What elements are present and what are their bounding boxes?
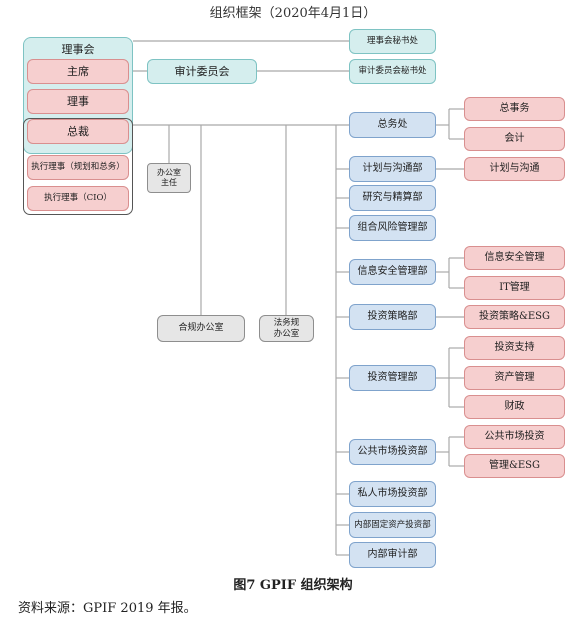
- sub-unit-node: 投资支持: [464, 336, 565, 360]
- chair-node: 主席: [27, 59, 129, 84]
- department-node: 计划与沟通部: [349, 156, 436, 182]
- sub-unit-node: 资产管理: [464, 366, 565, 390]
- executive-cio-node: 执行理事（CIO）: [27, 186, 129, 211]
- office-chief-node: 办公室 主任: [147, 163, 191, 193]
- sub-unit-node: 会计: [464, 127, 565, 151]
- department-node: 私人市场投资部: [349, 481, 436, 507]
- audit-secretariat-node: 审计委员会秘书处: [349, 59, 436, 84]
- department-node: 内部固定资产投资部: [349, 512, 436, 538]
- board-label: 理事会: [61, 43, 95, 56]
- department-node: 组合风险管理部: [349, 215, 436, 241]
- department-node: 内部审计部: [349, 542, 436, 568]
- executive-frame: [23, 118, 133, 215]
- president-node: 总裁: [27, 119, 129, 144]
- diagram-title: 组织框架（2020年4月1日）: [209, 6, 377, 21]
- sub-unit-node: 投资策略&ESG: [464, 305, 565, 329]
- director-node: 理事: [27, 89, 129, 114]
- department-node: 信息安全管理部: [349, 259, 436, 285]
- sub-unit-node: 财政: [464, 395, 565, 419]
- department-node: 投资管理部: [349, 365, 436, 391]
- sub-unit-node: 总事务: [464, 97, 565, 121]
- department-node: 公共市场投资部: [349, 439, 436, 465]
- compliance-office-node: 合规办公室: [157, 315, 245, 342]
- department-node: 投资策略部: [349, 304, 436, 330]
- audit-committee-node: 审计委员会: [147, 59, 257, 84]
- figure-caption: 图7 GPIF 组织架构: [233, 578, 353, 593]
- sub-unit-node: 信息安全管理: [464, 246, 565, 270]
- source-note: 资料来源：GPIF 2019 年报。: [18, 601, 197, 616]
- sub-unit-node: 计划与沟通: [464, 157, 565, 181]
- sub-unit-node: 管理&ESG: [464, 454, 565, 478]
- legal-office-node: 法务规 办公室: [259, 315, 314, 342]
- department-node: 总务处: [349, 112, 436, 138]
- sub-unit-node: 公共市场投资: [464, 425, 565, 449]
- sub-unit-node: IT管理: [464, 276, 565, 300]
- department-node: 研究与精算部: [349, 185, 436, 211]
- executive-planning-node: 执行理事（规划和总务）: [27, 155, 129, 180]
- board-secretariat-node: 理事会秘书处: [349, 29, 436, 54]
